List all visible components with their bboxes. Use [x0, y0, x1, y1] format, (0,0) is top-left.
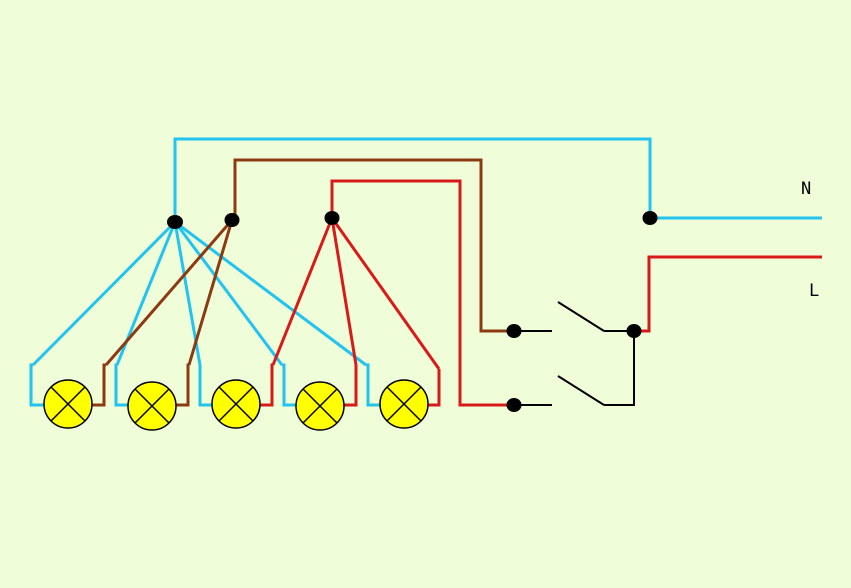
neutral-label: N	[801, 179, 811, 199]
neutral-supply-node	[642, 211, 658, 225]
brown-branch-lamp-2	[187, 219, 234, 366]
neutral-lead-lamp-1	[29, 363, 44, 407]
switch-2-blade	[557, 375, 605, 406]
lamp-cross-line	[50, 386, 86, 422]
red-lead-lamp-5	[428, 369, 441, 407]
neutral-lead-lamp-4	[282, 363, 296, 407]
lamp-3	[211, 379, 261, 429]
neutral-branch-lamp-5	[174, 220, 367, 367]
neutral-branch-lamp-4	[173, 221, 284, 366]
lamp-4	[295, 381, 345, 431]
lamp-cross-line	[302, 388, 338, 424]
switch-1-terminal-node	[506, 324, 522, 338]
switch-2-terminal-node	[506, 398, 522, 412]
live-label: L	[809, 281, 819, 301]
switch-common-node	[626, 324, 642, 338]
brown-wires	[92, 158, 514, 407]
red-branch-lamp-5	[330, 217, 441, 370]
lamp-cross-line	[134, 388, 170, 424]
brown-junction-node	[224, 213, 240, 227]
red-branch-lamp-4	[330, 217, 358, 366]
switch-2-common-lead	[604, 331, 635, 406]
brown-lead-lamp-1	[92, 363, 106, 407]
lamp-2	[127, 381, 177, 431]
brown-feed-wire	[233, 158, 514, 333]
red-lead-lamp-3	[260, 363, 274, 407]
red-branch-lamp-3	[271, 217, 334, 366]
neutral-lead-lamp-2	[114, 363, 128, 407]
lamp-cross-line	[218, 386, 254, 422]
lamp-1	[43, 379, 93, 429]
red-lead-lamp-4	[344, 365, 358, 407]
switch-1-blade	[557, 301, 605, 332]
lamp-5	[379, 379, 429, 429]
neutral-branch-lamp-1	[31, 220, 177, 367]
brown-lead-lamp-2	[176, 363, 190, 407]
lamps	[43, 379, 429, 431]
neutral-lead-lamp-5	[366, 363, 380, 407]
neutral-lead-lamp-3	[198, 365, 212, 407]
neutral-wires	[29, 137, 822, 407]
red-junction-node	[324, 211, 340, 225]
red-feed-wire	[330, 179, 514, 407]
neutral-junction-node	[167, 215, 183, 229]
brown-branch-lamp-1	[104, 219, 234, 366]
junction-nodes	[167, 211, 658, 412]
lamp-cross-line	[386, 386, 422, 422]
neutral-bus-wire	[173, 137, 822, 222]
